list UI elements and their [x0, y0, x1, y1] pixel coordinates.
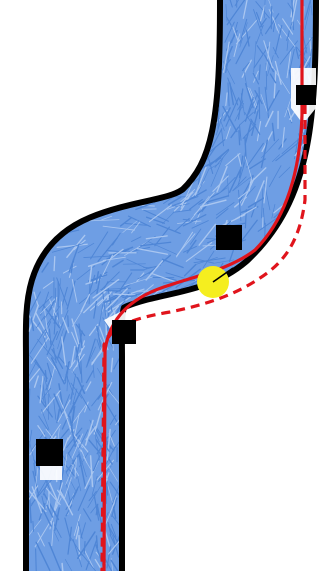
flow-streak: [33, 521, 34, 531]
obstacle-square: [112, 320, 136, 344]
flow-streak: [49, 491, 50, 510]
obstacle-square: [36, 439, 63, 466]
flow-streak: [239, 131, 240, 145]
flow-streak: [68, 316, 69, 327]
flow-streak: [54, 257, 55, 271]
flow-streak: [97, 536, 98, 548]
flow-streak: [113, 294, 134, 295]
obstacle-square: [216, 225, 242, 250]
flow-streak: [259, 88, 260, 119]
obstacle-square: [296, 85, 316, 105]
flow-streak: [102, 291, 120, 292]
